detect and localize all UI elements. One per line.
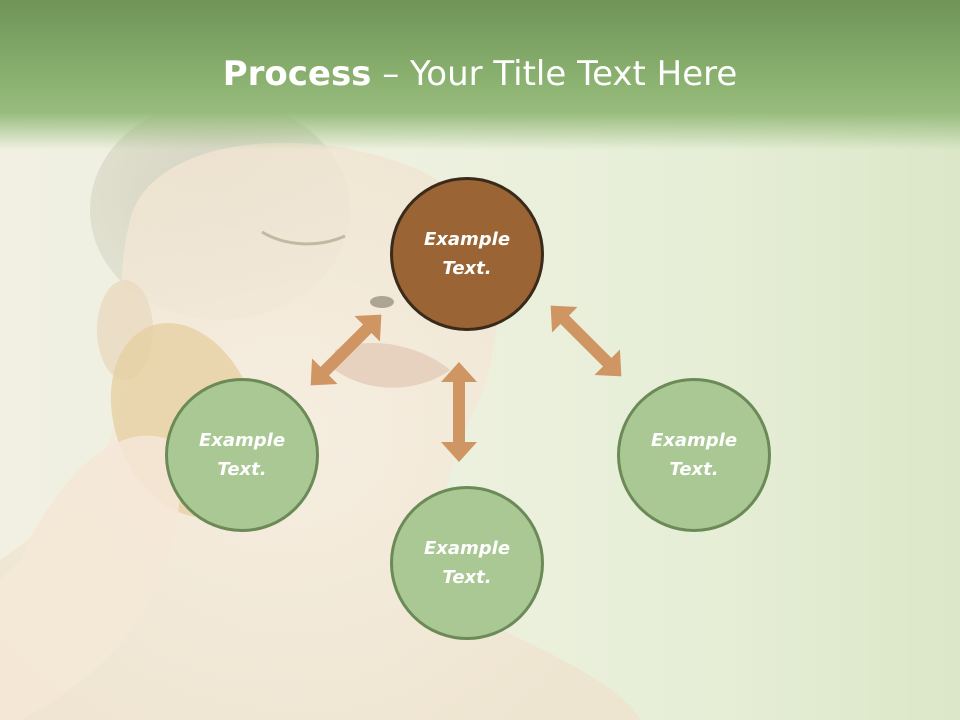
process-node-left[interactable]: Example Text.	[165, 378, 319, 532]
node-label: Example Text.	[423, 538, 511, 588]
double-arrow-icon	[441, 362, 477, 462]
process-node-bottom[interactable]: Example Text.	[390, 486, 544, 640]
node-label: Example Text.	[650, 430, 738, 480]
node-label: Example Text.	[423, 229, 511, 279]
double-arrow-icon	[550, 305, 622, 377]
node-label: Example Text.	[198, 430, 286, 480]
slide-title: Process – Your Title Text Here	[0, 52, 960, 96]
process-node-right[interactable]: Example Text.	[617, 378, 771, 532]
title-bold: Process	[222, 54, 372, 94]
header-band	[0, 0, 960, 150]
title-rest: – Your Title Text Here	[371, 54, 738, 94]
double-arrow-icon	[310, 314, 382, 386]
process-node-top[interactable]: Example Text.	[390, 177, 544, 331]
